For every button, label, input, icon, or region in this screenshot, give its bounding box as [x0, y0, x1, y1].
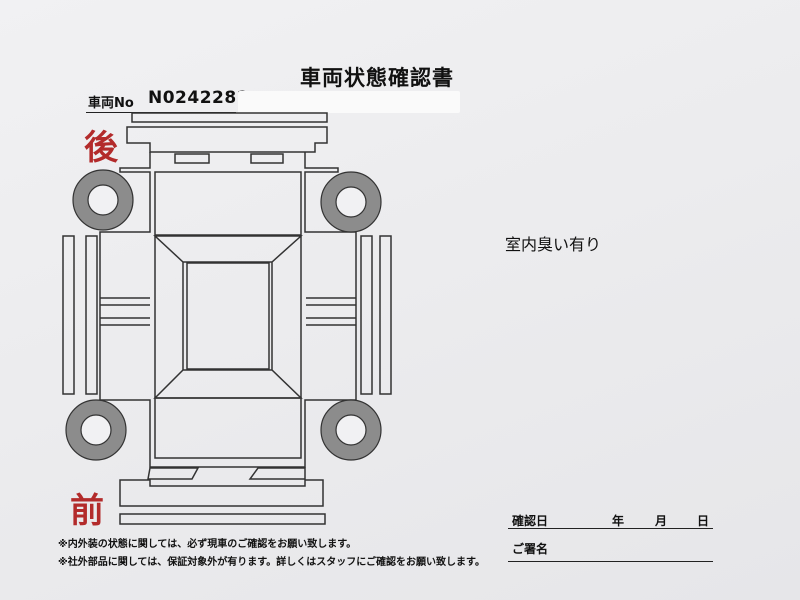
rear-bumper-bar-outer: [131, 112, 328, 123]
rear-lamp-left: [174, 153, 210, 164]
wheel-front-right: [320, 399, 382, 461]
day-label: 日: [697, 514, 710, 528]
hood-panel: [154, 397, 302, 459]
wheels: [65, 169, 382, 461]
wheel-rear-left: [72, 169, 134, 231]
front-lamp-right: [248, 467, 306, 480]
rear-label: 後: [84, 128, 118, 168]
body-outline: [99, 152, 357, 468]
signature-label: ご署名: [512, 542, 549, 556]
month-label: 月: [655, 514, 668, 528]
wheel-rear-right: [320, 171, 382, 233]
wheel-front-left: [65, 399, 127, 461]
right-doors: [306, 297, 356, 326]
left-doors: [100, 297, 150, 326]
right-side-skirt-outer: [379, 235, 392, 395]
date-line: [508, 528, 713, 529]
confirm-date-label: 確認日: [512, 514, 549, 528]
note-aftermarket-parts: ※社外部品に関しては、保証対象外が有ります。詳しくはスタッフにご確認をお願い致し…: [58, 557, 486, 568]
redaction-block: [238, 91, 460, 113]
signature-line[interactable]: [508, 561, 713, 562]
right-side-skirt-inner: [360, 235, 373, 395]
front-bumper-bar-outer: [119, 513, 326, 525]
front-label: 前: [70, 491, 104, 531]
remark-text: 室内臭い有り: [505, 235, 602, 254]
roof-panel: [186, 262, 270, 370]
year-label: 年: [612, 514, 625, 528]
left-side-skirt-outer: [62, 235, 75, 395]
left-side-skirt-inner: [85, 235, 98, 395]
vehicle-number-value: N0242282: [148, 88, 250, 108]
front-lamp-left: [147, 467, 200, 480]
front-bumper: [119, 479, 324, 507]
trunk-panel: [154, 171, 302, 236]
document-title: 車両状態確認書: [300, 66, 454, 90]
vehicle-number-label: 車両No: [88, 96, 134, 111]
roof-frame: [153, 235, 303, 399]
rear-lamp-right: [250, 153, 284, 164]
rear-bumper: [126, 126, 328, 153]
note-interior-exterior: ※内外装の状態に関しては、必ず現車のご確認をお願い致します。: [58, 539, 357, 550]
